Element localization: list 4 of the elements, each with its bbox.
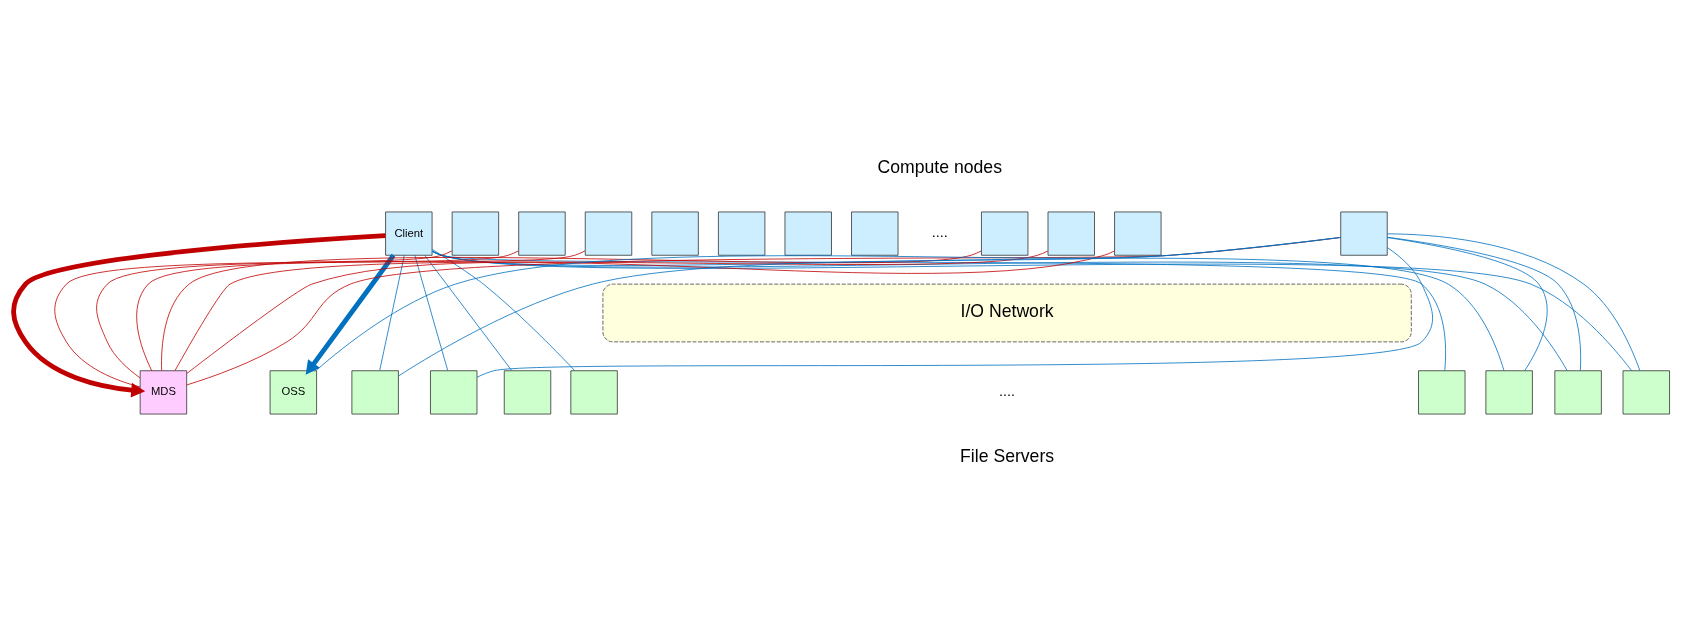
label: File Servers	[960, 445, 1055, 466]
label: ....	[931, 224, 948, 241]
label: Compute nodes	[877, 157, 1002, 178]
label: ....	[999, 382, 1016, 399]
